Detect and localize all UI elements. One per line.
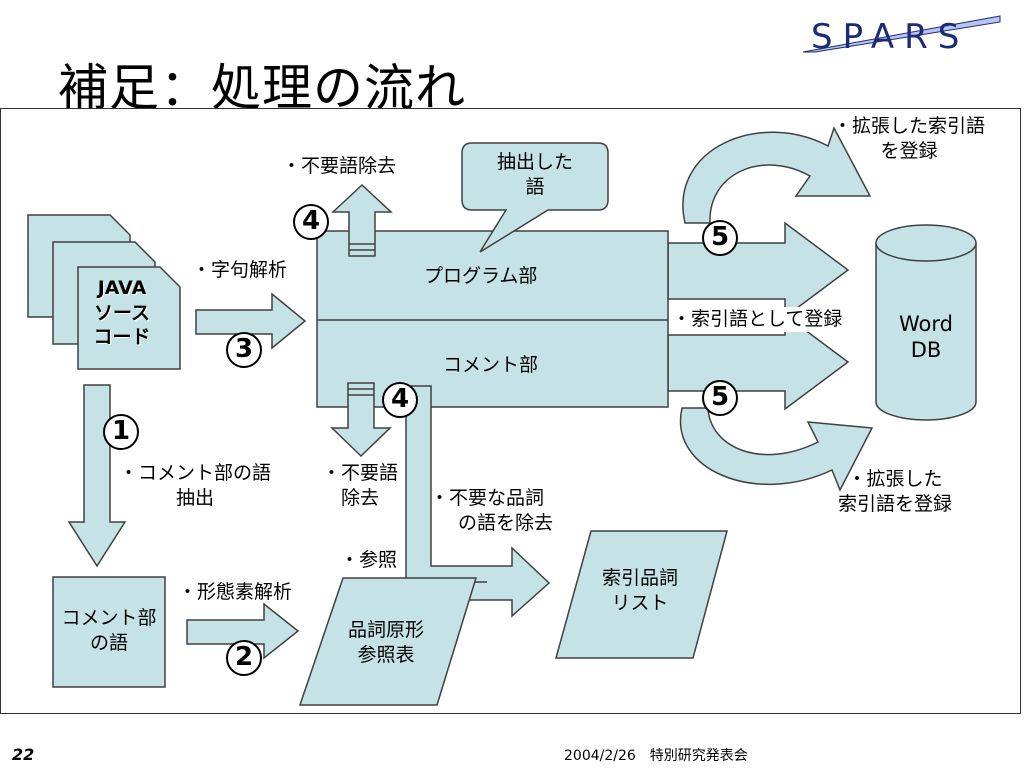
- callout-line2: 語: [525, 175, 545, 198]
- extended-top-label: ・拡張した索引語 を登録: [824, 114, 994, 163]
- spars-logo: SPARS: [795, 12, 1010, 58]
- remove-pos-line2: の語を除去: [458, 511, 554, 534]
- db-label: Word DB: [876, 311, 976, 364]
- extended-bottom-label: ・拡張した 索引語を登録: [810, 467, 980, 516]
- comment-extract-line1: ・コメント部の語: [118, 462, 271, 484]
- remove-pos-label: ・不要な品詞 の語を除去: [430, 486, 553, 535]
- comment-extract-label: ・コメント部の語 抽出: [110, 461, 280, 510]
- remove-unneeded-top-label: ・不要語除去: [282, 155, 397, 177]
- comment-words-label: コメント部 の語: [53, 606, 165, 655]
- step-4-mid-badge: 4: [382, 382, 418, 418]
- source-docs-line3: コード: [93, 326, 151, 349]
- callout-text: 抽出した 語: [472, 150, 598, 199]
- callout-line1: 抽出した: [496, 151, 573, 173]
- remove-mid-line2: 除去: [340, 486, 379, 509]
- step-5-bottom-badge: 5: [702, 380, 738, 416]
- db-line1: Word: [899, 312, 953, 336]
- register-index-label: ・索引語として登録: [672, 307, 843, 332]
- program-comment-box: [316, 230, 669, 408]
- extend-bottom-curved-arrow: [679, 407, 874, 492]
- lexical-analysis-label: ・字句解析: [192, 259, 288, 281]
- extended-bottom-line2: 索引語を登録: [837, 492, 952, 515]
- step-1-badge: 1: [103, 414, 139, 450]
- refer-label: ・参照: [340, 549, 398, 571]
- step-4-top-badge: 4: [293, 204, 329, 240]
- extended-top-line2: を登録: [880, 139, 938, 162]
- index-pos-list-line2: リスト: [611, 591, 669, 614]
- content-frame: [0, 108, 1021, 714]
- lexical-arrow: [195, 292, 307, 350]
- pos-table-shape: [298, 577, 478, 706]
- remove-mid-line1: ・不要語: [321, 462, 398, 484]
- extended-bottom-line1: ・拡張した: [847, 468, 943, 490]
- extracted-callout: [461, 142, 609, 253]
- db-line2: DB: [910, 338, 942, 363]
- source-docs-stack: [27, 214, 181, 370]
- pos-table-label: 品詞原形 参照表: [330, 618, 442, 667]
- program-part-label: プログラム部: [424, 265, 538, 287]
- step-5-top-badge: 5: [702, 220, 738, 256]
- extended-top-line1: ・拡張した索引語: [832, 115, 985, 137]
- step-2-badge: 2: [226, 640, 262, 676]
- pos-table-line2: 参照表: [357, 643, 415, 666]
- page-title: 補足：処理の流れ: [58, 59, 466, 117]
- index-pos-list-line1: 索引品詞: [601, 567, 678, 589]
- page-number: 22: [12, 745, 35, 764]
- remove-unneeded-mid-label: ・不要語 除去: [305, 461, 415, 510]
- morph-arrow: [186, 602, 300, 660]
- logo-text: SPARS: [811, 17, 969, 57]
- footer-date-event: 2004/2/26 特別研究発表会: [564, 748, 748, 764]
- remove-down-arrow: [330, 382, 392, 458]
- extract-down-arrow: [67, 384, 127, 568]
- program-to-db-arrow: [667, 221, 850, 319]
- comment-words-line1: コメント部: [61, 607, 157, 629]
- comment-words-box: [52, 576, 166, 688]
- pos-table-line1: 品詞原形: [347, 619, 424, 641]
- source-docs-line2: ソース: [93, 301, 151, 324]
- comment-part-label: コメント部: [443, 354, 539, 376]
- source-docs-line1: JAVA: [97, 277, 147, 299]
- word-db-cylinder: [875, 224, 977, 421]
- morph-analysis-label: ・形態素解析: [178, 581, 293, 603]
- source-docs-label: JAVA ソース コード: [82, 276, 162, 350]
- index-pos-list-label: 索引品詞 リスト: [584, 566, 696, 615]
- extend-top-curved-arrow: [682, 126, 872, 224]
- remove-up-arrow: [331, 183, 393, 257]
- comment-words-line2: の語: [89, 631, 128, 654]
- comment-extract-line2: 抽出: [175, 486, 214, 509]
- remove-pos-line1: ・不要な品詞: [430, 487, 545, 509]
- step-3-badge: 3: [226, 332, 262, 368]
- index-pos-list-shape: [555, 530, 728, 659]
